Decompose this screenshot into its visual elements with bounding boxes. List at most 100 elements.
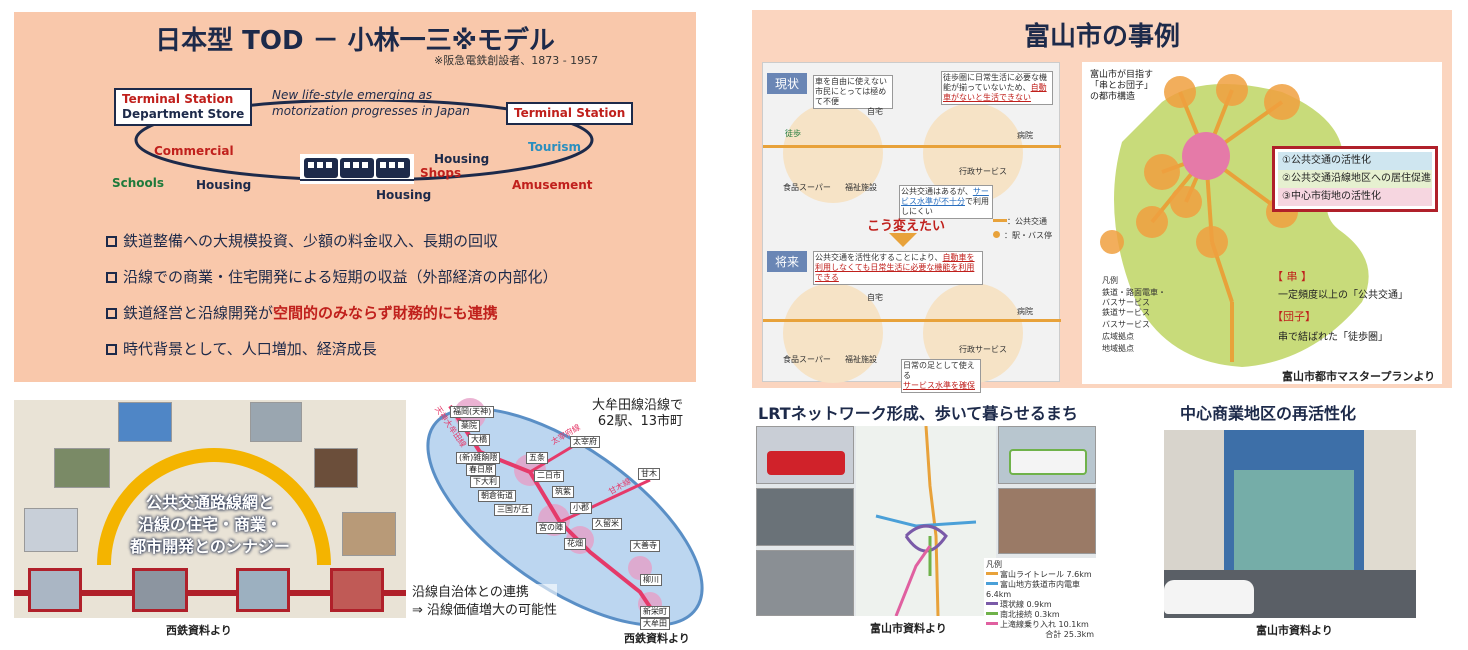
lrt-legend-2: 富山地方鉄道市内電車 6.4km: [986, 580, 1094, 600]
lrt-legend-4: 南北接続 0.3km: [986, 610, 1094, 620]
note-5: 日常の足として使えるサービス水準を確保: [901, 359, 981, 393]
note-3-highlight: サービス水準が不十分: [901, 187, 989, 206]
note-5-text: 日常の足として使える: [903, 361, 975, 380]
genjo-tag: 現状: [767, 73, 808, 94]
lifestyle-line-2: motorization progresses in Japan: [272, 104, 470, 118]
legend-station-text: ：駅・バス停: [1004, 231, 1052, 240]
synergy-line-3: 都市開発とのシナジー: [130, 537, 290, 556]
station-shimoori: 下大利: [470, 476, 500, 488]
photo-lrt-underpass: [756, 550, 854, 616]
station-ogori: 小郡: [570, 502, 592, 514]
lifestyle-line-1: New life-style emerging as: [272, 88, 433, 102]
terminal-right-box: Terminal Station: [506, 102, 634, 125]
bullet-3-highlight: 空間的のみならず財務的にも連携: [273, 304, 498, 322]
label-tourism: Tourism: [528, 140, 582, 154]
policy-1: ①公共交通の活性化: [1278, 152, 1432, 170]
map-legend-1: 鉄道・路面電車・バスサービス: [1102, 288, 1166, 307]
walk-circle-1: [783, 103, 883, 203]
rail-band: [14, 590, 406, 596]
map-legend-3: バスサービス: [1102, 320, 1150, 329]
dango-label: 【団子】: [1272, 310, 1316, 323]
route-header: 大牟田線沿線で 62駅、13市町: [592, 398, 683, 430]
photo-train-1: [132, 568, 188, 612]
bullet-1: 鉄道整備への大規模投資、少額の料金収入、長期の回収: [106, 230, 498, 251]
station-omuta: 大牟田: [640, 618, 670, 630]
bullet-3: 鉄道経営と沿線開発が空間的のみならず財務的にも連携: [106, 302, 498, 323]
building-right: [1364, 430, 1416, 580]
super-label-2: 食品スーパー: [783, 355, 831, 364]
department-store-label: Department Store: [122, 107, 245, 121]
note-4-highlight: 自動車を利用しなくても日常生活に必要な機能を利用できる: [815, 253, 975, 282]
note-3-tail: で利用しにくい: [901, 197, 989, 216]
tod-title: 日本型 TOD － 小林一三※モデル: [155, 26, 555, 56]
city-structure-map: 富山市が目指す「串とお団子」の都市構造 ①公共交通の活性化 ②公共交通沿線地区へ…: [1082, 62, 1442, 384]
center-source: 富山市資料より: [1256, 624, 1333, 637]
coop-line-2: ⇒ 沿線価値増大の可能性: [412, 603, 558, 618]
station-yakuin: 薬院: [458, 420, 480, 432]
lrt-legend-3-text: 環状線 0.9km: [1000, 600, 1052, 609]
coop-line-1: 沿線自治体との連携: [412, 585, 529, 600]
station-asakura: 朝倉街道: [478, 490, 516, 502]
lrt-legend: 凡例 富山ライトレール 7.6km 富山地方鉄道市内電車 6.4km 環状線 0…: [984, 558, 1096, 642]
synergy-arc: [97, 448, 331, 566]
photo-lrt-red: [756, 426, 854, 484]
lrt-legend-title: 凡例: [986, 560, 1002, 569]
note-4-text: 公共交通を活性化することにより、: [815, 253, 943, 262]
lrt-legend-1-text: 富山ライトレール 7.6km: [1000, 570, 1092, 579]
coop-text: 沿線自治体との連携 ⇒ 沿線価値増大の可能性: [412, 584, 558, 620]
lrt-network-map: [856, 426, 996, 616]
transit-line-1: [763, 145, 1061, 148]
train-icon: [300, 154, 414, 184]
note-5-highlight: サービス水準を確保: [903, 381, 975, 390]
gov-label-2: 行政サービス: [959, 345, 1007, 354]
bullet-4: 時代背景として、人口増加、経済成長: [106, 338, 377, 359]
label-commercial: Commercial: [154, 144, 234, 158]
station-shineimachi: 新栄町: [640, 606, 670, 618]
photo-dolphin: [118, 402, 172, 442]
masterplan-source: 富山市都市マスタープランより: [1282, 370, 1436, 383]
map-header: 富山市が目指す「串とお団子」の都市構造: [1090, 70, 1154, 102]
lrt-legend-3: 環状線 0.9km: [986, 600, 1094, 610]
note-4: 公共交通を活性化することにより、自動車を利用しなくても日常生活に必要な機能を利用…: [813, 251, 983, 285]
kushi-desc: 一定頻度以上の「公共交通」: [1278, 290, 1408, 301]
route-header-1: 大牟田線沿線で: [592, 398, 684, 413]
route-header-2: 62駅、13市町: [597, 414, 684, 429]
station-futsukaichi: 二日市: [534, 470, 564, 482]
lrt-legend-1: 富山ライトレール 7.6km: [986, 570, 1094, 580]
center-title: 中心商業地区の再活性化: [1180, 404, 1357, 423]
station-yanagawa: 柳川: [640, 574, 662, 586]
photo-lrt-station: [756, 488, 854, 546]
gov-label-1: 行政サービス: [959, 167, 1007, 176]
map-legend-5: 地域拠点: [1102, 344, 1134, 353]
lrt-collage: 凡例 富山ライトレール 7.6km 富山地方鉄道市内電車 6.4km 環状線 0…: [756, 426, 1096, 642]
photo-building: [250, 402, 302, 442]
bullet-1-text: 鉄道整備への大規模投資、少額の料金収入、長期の回収: [123, 232, 499, 250]
station-daizenji: 大善寺: [630, 540, 660, 552]
synergy-text: 公共交通路線網と 沿線の住宅・商業・ 都市開発とのシナジー: [110, 492, 310, 558]
station-mikunigaoka: 三国が丘: [494, 504, 532, 516]
photo-train-2: [330, 568, 384, 612]
legend-station: ：駅・バス停: [993, 231, 1052, 241]
home-label-2: 自宅: [867, 293, 883, 302]
welfare-label-1: 福祉施設: [845, 183, 877, 192]
station-ohashi: 大橋: [468, 434, 490, 446]
welfare-label-2: 福祉施設: [845, 355, 877, 364]
station-gojo: 五条: [526, 452, 548, 464]
photo-housing: [54, 448, 110, 488]
note-1: 車を自由に使えない市民にとっては極めて不便: [813, 75, 893, 109]
station-hanabatake: 花畑: [564, 538, 586, 550]
lrt-legend-4-text: 南北接続 0.3km: [1000, 610, 1060, 619]
hospital-label-1: 病院: [1017, 131, 1033, 140]
lrt-white-tram-icon: [1009, 449, 1087, 475]
label-housing-2: Housing: [434, 152, 490, 166]
super-label-1: 食品スーパー: [783, 183, 831, 192]
note-2-highlight: 自動車がないと生活できない: [943, 83, 1047, 102]
synergy-line-1: 公共交通路線網と: [145, 493, 274, 512]
station-dazaifu: 太宰府: [570, 436, 600, 448]
map-legend-2: 鉄道サービス: [1102, 308, 1150, 317]
lrt-legend-5: 上滝線乗り入れ 10.1km: [986, 620, 1094, 630]
policy-2: ②公共交通沿線地区への居住促進: [1278, 170, 1432, 188]
toyama-panel: 富山市の事例 現状 将来 車を自由に使えない市民にとっては極めて不便 徒歩圏に日…: [752, 10, 1452, 393]
building-left: [1164, 430, 1224, 580]
station-miyanojin: 宮の陣: [536, 522, 566, 534]
